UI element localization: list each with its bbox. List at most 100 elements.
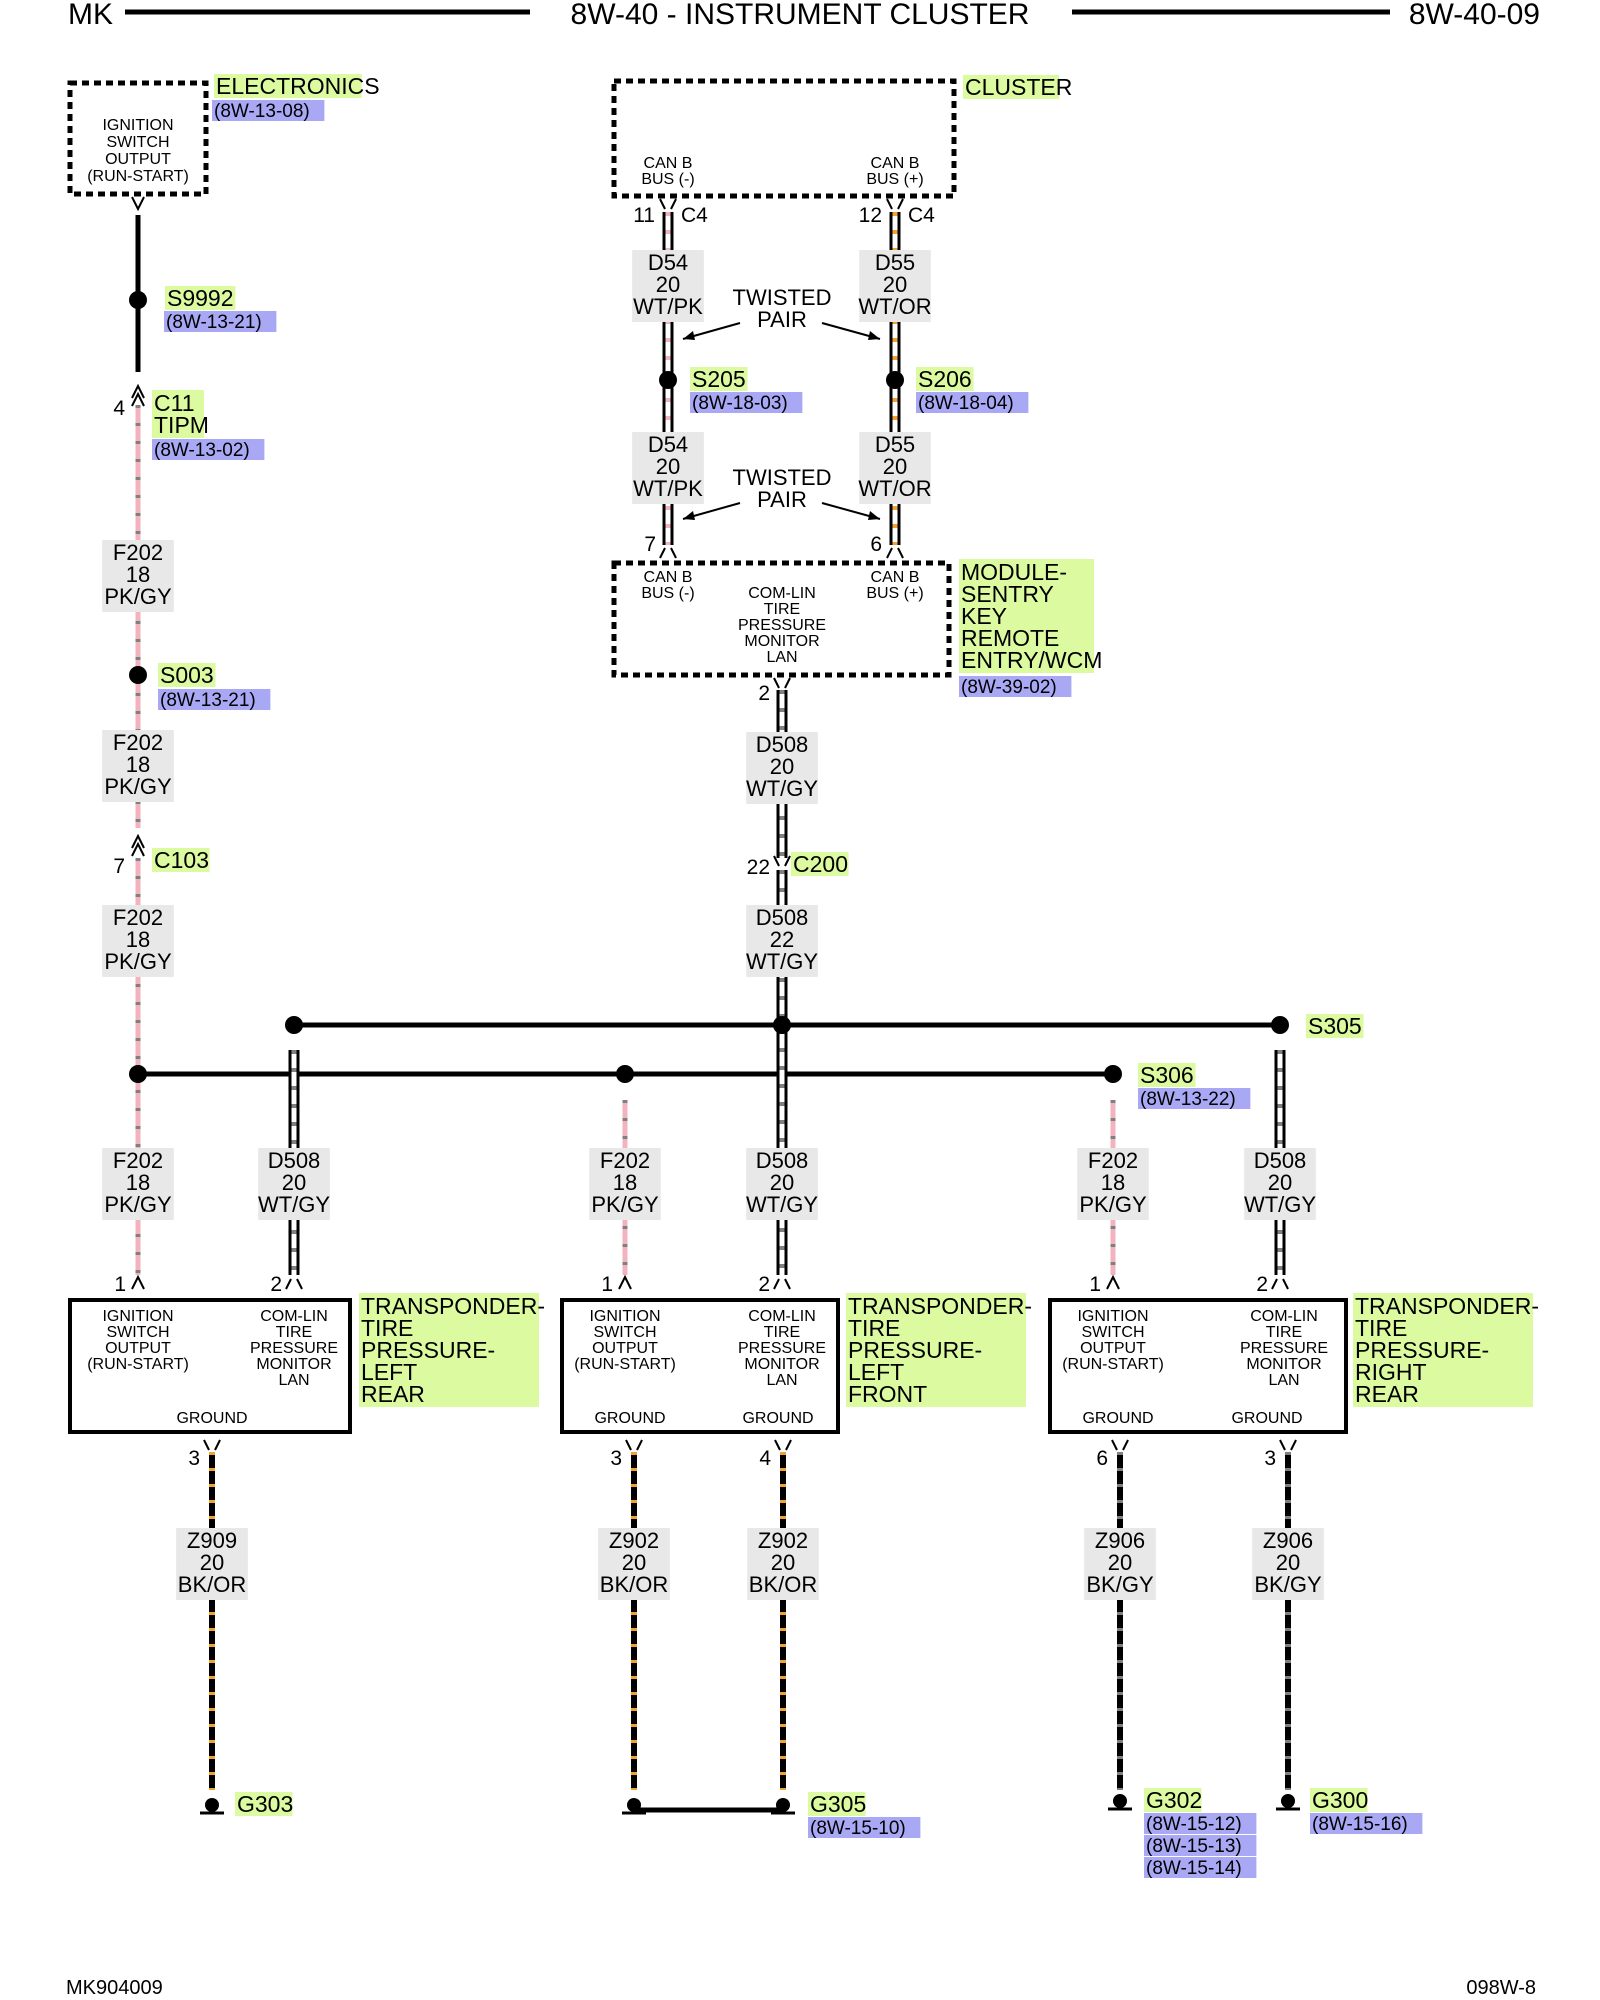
tp-right-rear-pin2-label-1: TIRE [1266, 1324, 1302, 1341]
pin-tp_rr_pin2: 2 [1256, 1273, 1268, 1296]
wire-label-bg-f202_lr [102, 1148, 174, 1220]
wire-label-d508b-1: 22 [770, 927, 794, 952]
connector-tp_lr_pin2-r [296, 1278, 303, 1290]
twisted-pair-1-1: PAIR [757, 307, 807, 332]
wire-label-d54a-1: 20 [656, 272, 680, 297]
tp-right-rear-pin1-label-0: IGNITION [1077, 1308, 1148, 1325]
tp-left-rear-pin2-label-2: PRESSURE [250, 1340, 338, 1357]
wire-label-f202c-1: 18 [126, 927, 150, 952]
tp-left-rear-pin2-label-4: LAN [278, 1372, 309, 1389]
wire-label-d508a-1: 20 [770, 754, 794, 779]
wire-label-z902b-2: BK/OR [749, 1572, 817, 1597]
module-name-3: REMOTE [961, 625, 1059, 651]
connector-tp_lr_pin1 [131, 1274, 145, 1290]
c4-left-connector-r [670, 198, 677, 210]
module-right-connector-l [886, 547, 893, 559]
cluster-name-bg [963, 75, 1060, 99]
pin-tp_lr_pin2: 2 [270, 1273, 282, 1296]
electronics-ref: (8W-13-08) [214, 101, 310, 122]
c11-connector-2 [131, 391, 145, 407]
g300-ref-bg [1310, 1813, 1423, 1834]
wire-label-bg-d508_lr [258, 1148, 330, 1220]
cluster-pin-right-0: CAN B [871, 155, 920, 172]
c11-name-bg [152, 390, 204, 438]
electronics-box [67, 80, 209, 197]
wire-label-z906a-0: Z906 [1095, 1528, 1145, 1553]
c200-name-bg [791, 852, 849, 876]
c200-connector-l [773, 855, 780, 867]
pin-tp_lf_gnd1: 3 [610, 1447, 622, 1470]
wire-label-d508_lr-0: D508 [268, 1148, 321, 1173]
tp-left-rear-ground: GROUND [176, 1410, 247, 1427]
tp-right-rear-ground1: GROUND [1082, 1410, 1153, 1427]
tp-left-front-name-4: FRONT [848, 1381, 927, 1407]
connector-tp_lf_gnd2-r [785, 1439, 792, 1451]
wire-label-f202_lf-2: PK/GY [591, 1192, 659, 1217]
cluster-pin-right-1: BUS (+) [866, 171, 923, 188]
s205-ref-bg [690, 392, 803, 413]
tp-left-rear-name-1: TIRE [361, 1315, 413, 1341]
wire-label-bg-d508_lf [746, 1148, 818, 1220]
wire-label-d508b-0: D508 [756, 905, 809, 930]
wire-label-f202_rr-2: PK/GY [1079, 1192, 1147, 1217]
g302-ref-1-bg [1144, 1835, 1257, 1856]
module-pin-bottom: 2 [758, 682, 770, 705]
module-pin-left-label-1: BUS (-) [641, 585, 694, 602]
s305-dot-center [773, 1016, 791, 1034]
tp-right-rear-pin2-label-2: PRESSURE [1240, 1340, 1328, 1357]
s305-name: S305 [1308, 1013, 1362, 1039]
s306-dot-center [616, 1065, 634, 1083]
g302-symbol-dot [1113, 1794, 1127, 1808]
wire-label-bg-f202c [102, 905, 174, 977]
wire-label-bg-z902b [747, 1528, 819, 1600]
wire-label-f202_lf-1: 18 [613, 1170, 637, 1195]
tp-right-rear-name-0: TRANSPONDER- [1355, 1293, 1539, 1319]
wire-label-d54b-1: 20 [656, 454, 680, 479]
wire-label-bg-d508a [746, 732, 818, 804]
wire-label-z909-0: Z909 [187, 1528, 237, 1553]
g302-name-bg [1144, 1788, 1202, 1812]
wire-label-d55b-0: D55 [875, 432, 915, 457]
twisted-pair-2-1: PAIR [757, 487, 807, 512]
module-ref: (8W-39-02) [961, 677, 1057, 698]
module-pin-center-label-1: TIRE [764, 601, 800, 618]
tp-left-front-pin1-label-0: IGNITION [589, 1308, 660, 1325]
tp-left-rear-pin1-label-1: SWITCH [106, 1324, 169, 1341]
wire-label-f202a-1: 18 [126, 562, 150, 587]
wire-label-z906b-2: BK/GY [1254, 1572, 1322, 1597]
connector-tp_rr_gnd2-l [1279, 1439, 1286, 1451]
g302-ref-0: (8W-15-12) [1146, 1814, 1242, 1835]
tp-left-front-pin2-label-1: TIRE [764, 1324, 800, 1341]
pin-tp_rr_gnd1: 6 [1096, 1447, 1108, 1470]
module-right-connector-r [897, 547, 904, 559]
g302-ref-2: (8W-15-14) [1146, 1858, 1242, 1879]
wire-label-bg-d54a [632, 250, 704, 322]
twisted-arrowhead-l-1 [683, 331, 695, 340]
s9992-name-bg [165, 286, 236, 310]
wire-label-d508_lr-2: WT/GY [258, 1192, 330, 1217]
wire-label-f202_lf-0: F202 [600, 1148, 650, 1173]
connector-tp_rr_pin1 [1106, 1274, 1120, 1290]
module-name-1: SENTRY [961, 581, 1054, 607]
wire-label-f202a-2: PK/GY [104, 584, 172, 609]
c11-pin: 4 [113, 397, 125, 420]
tp-right-rear-pin1-label-1: SWITCH [1081, 1324, 1144, 1341]
c103-name: C103 [154, 847, 209, 873]
twisted-pair-2-0: TWISTED [733, 465, 832, 490]
footer-left: MK904009 [66, 1977, 163, 1999]
wire-label-d508_lr-1: 20 [282, 1170, 306, 1195]
c103-connector [131, 833, 145, 849]
c200-name: C200 [793, 851, 848, 877]
s206-ref-bg [916, 392, 1029, 413]
tp-right-rear-pin1-label-2: OUTPUT [1080, 1340, 1146, 1357]
twisted-arrowhead-r-2 [868, 511, 880, 520]
wire-label-f202_rr-1: 18 [1101, 1170, 1125, 1195]
s003-ref-bg [158, 689, 271, 710]
wire-label-d55a-0: D55 [875, 250, 915, 275]
c4-left-connector-l [659, 198, 666, 210]
s205-name: S205 [692, 366, 746, 392]
twisted-arrowhead-l-2 [683, 511, 695, 520]
electronics-name-bg [214, 74, 362, 98]
tp-left-rear-name-3: LEFT [361, 1359, 417, 1385]
c4-right-connector-r [897, 198, 904, 210]
